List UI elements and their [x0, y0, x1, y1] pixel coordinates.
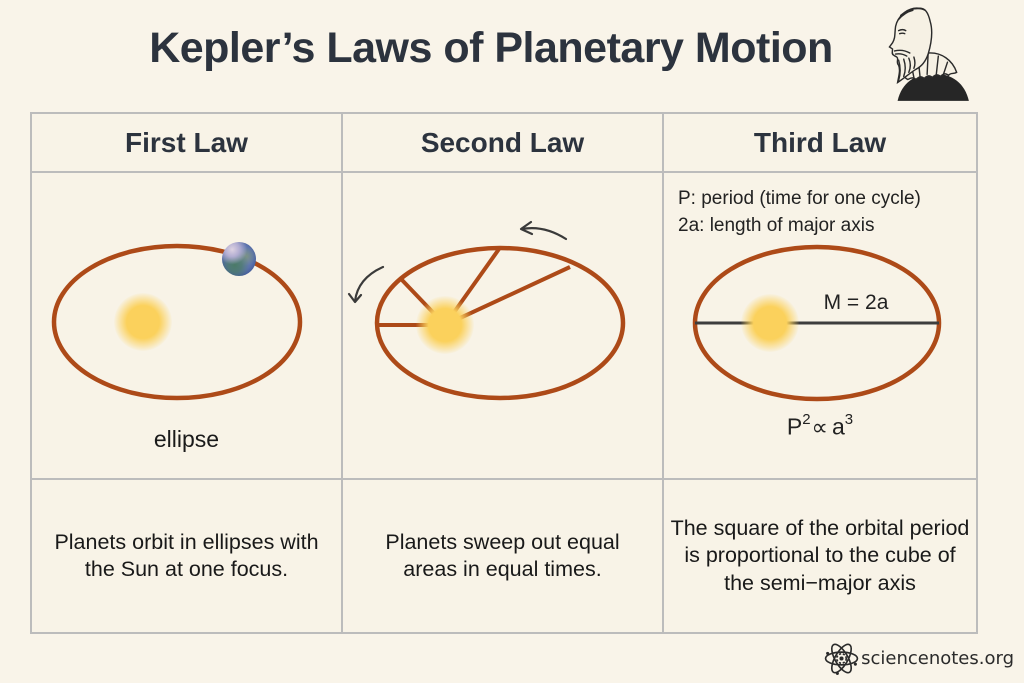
sun-icon	[114, 293, 172, 351]
header-third-law: Third Law	[664, 114, 976, 171]
earth-icon	[222, 242, 256, 276]
page-title: Kepler’s Laws of Planetary Motion	[149, 24, 833, 72]
first-law-description-cell: Planets orbit in ellipses with the Sun a…	[32, 480, 341, 632]
formula-a-exponent: 3	[844, 411, 854, 428]
proportional-symbol: ∝	[811, 413, 828, 440]
first-law-diagram: ellipse	[32, 173, 341, 478]
sun-icon	[416, 296, 474, 354]
first-law-description: Planets orbit in ellipses with the Sun a…	[54, 529, 319, 581]
sector-lines	[377, 247, 571, 327]
second-law-description-cell: Planets sweep out equal areas in equal t…	[343, 480, 662, 632]
counterclockwise-arrow-icon	[519, 220, 568, 241]
header-first-law: First Law	[32, 114, 341, 171]
ellipse-label: ellipse	[153, 426, 220, 452]
third-law-diagram: P: period (time for one cycle) 2a: lengt…	[664, 173, 976, 478]
footer-brand: sciencenotes.org	[823, 640, 1014, 677]
kepler-portrait	[888, 7, 969, 101]
third-law-description: The square of the orbital period is prop…	[670, 516, 970, 595]
second-law-orbit	[347, 220, 626, 401]
variable-notes: P: period (time for one cycle) 2a: lengt…	[678, 185, 921, 239]
counterclockwise-arrow-icon	[347, 265, 385, 304]
third-law-orbit	[692, 244, 942, 402]
note-major-axis: 2a: length of major axis	[678, 215, 875, 236]
brand-text: sciencenotes.org	[861, 648, 1014, 669]
second-law-diagram	[343, 173, 662, 478]
formula-p: P	[786, 413, 803, 440]
laws-table: First Law Second Law Third Law ellipse	[30, 112, 978, 634]
formula-a: a	[831, 413, 845, 440]
atom-icon	[824, 643, 859, 675]
formula-p-exponent: 2	[802, 411, 811, 428]
second-law-description: Planets sweep out equal areas in equal t…	[385, 529, 620, 581]
third-law-formula: P2∝a3	[664, 411, 976, 441]
first-law-orbit	[51, 243, 303, 401]
sun-icon	[741, 294, 799, 352]
major-axis-label: M = 2a	[823, 291, 889, 314]
header-second-law: Second Law	[343, 114, 662, 171]
orbit-ellipse	[51, 243, 303, 401]
note-period: P: period (time for one cycle)	[678, 188, 921, 209]
third-law-description-cell: The square of the orbital period is prop…	[664, 480, 976, 632]
